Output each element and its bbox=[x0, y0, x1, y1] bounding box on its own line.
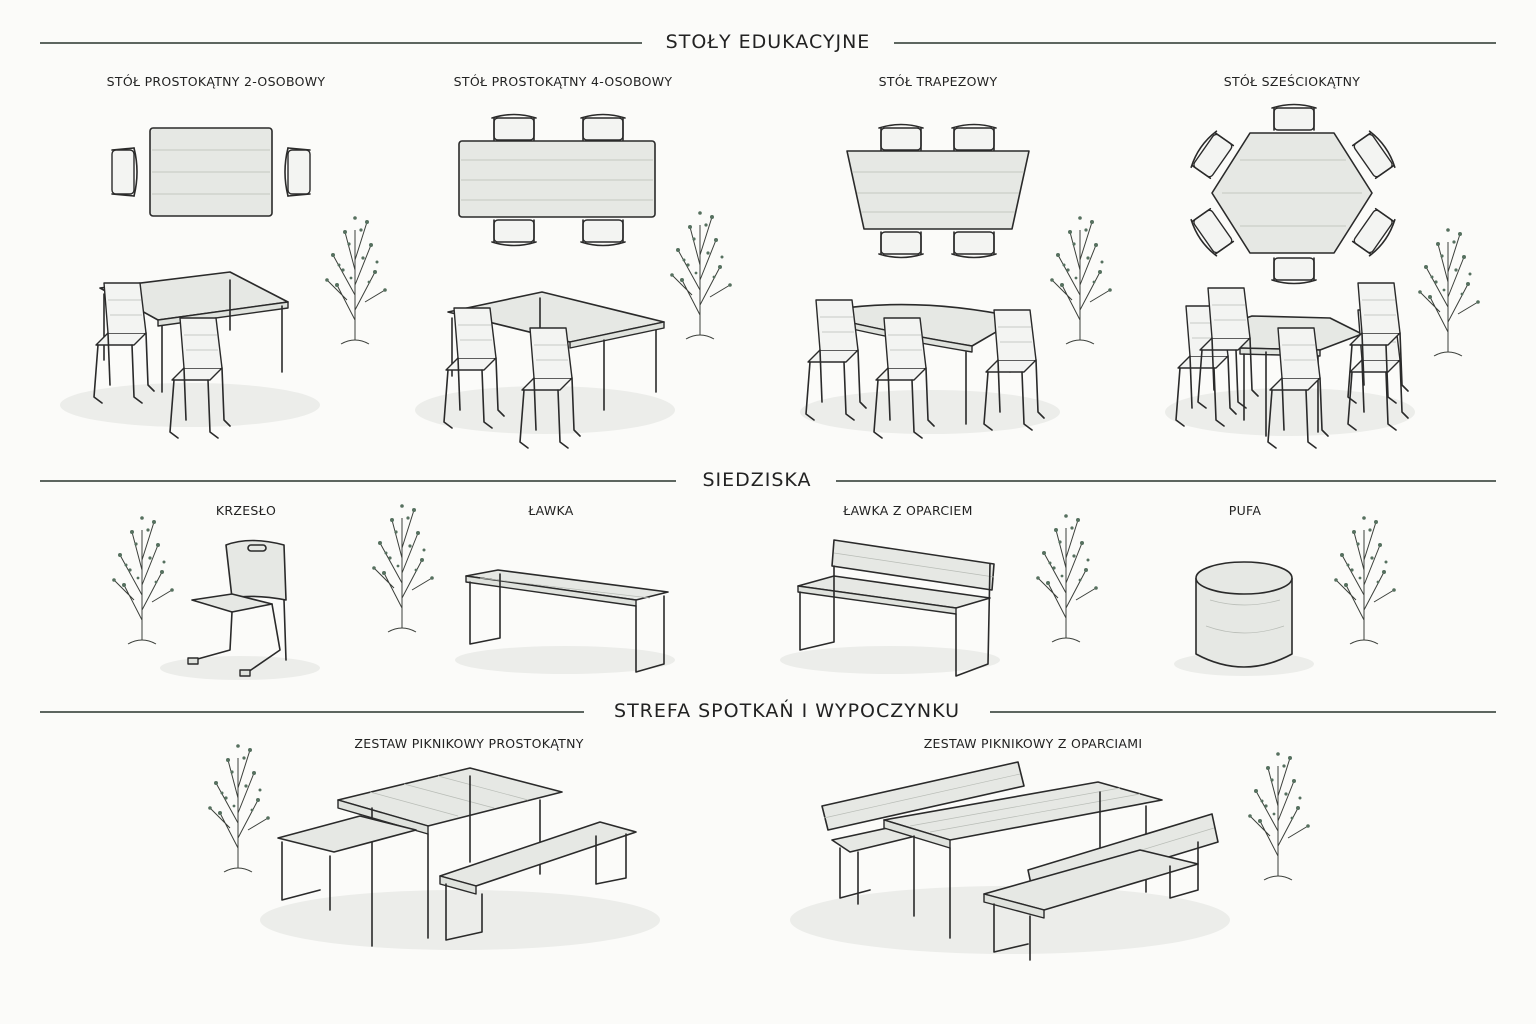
iso-hexagon-table bbox=[1165, 282, 1415, 449]
plant-illustration bbox=[1035, 513, 1099, 643]
label-chair: KRZESŁO bbox=[215, 503, 277, 518]
section-divider-right bbox=[894, 42, 1496, 44]
plant-illustration bbox=[1049, 215, 1113, 345]
iso-trapezoid-table bbox=[800, 299, 1060, 439]
section-divider-left bbox=[40, 42, 642, 44]
section-title-seating: SIEDZISKA bbox=[702, 469, 812, 491]
section-title-meeting-zone: STREFA SPOTKAŃ I WYPOCZYNKU bbox=[614, 700, 960, 722]
plant-illustration bbox=[371, 503, 435, 633]
plan-rect-table-2 bbox=[111, 127, 311, 217]
label-bench: ŁAWKA bbox=[528, 503, 574, 518]
label-hexagon-table: STÓŁ SZEŚCIOKĄTNY bbox=[1223, 74, 1361, 89]
section-title-tables: STOŁY EDUKACYJNE bbox=[665, 31, 871, 53]
label-picnic-set-backrests: ZESTAW PIKNIKOWY Z OPARCIAMI bbox=[923, 736, 1143, 751]
plan-hexagon-table bbox=[1187, 103, 1399, 285]
plant-illustration bbox=[669, 210, 733, 340]
iso-chair-single bbox=[160, 539, 320, 680]
plant-illustration bbox=[207, 743, 271, 873]
label-trapezoid-table: STÓŁ TRAPEZOWY bbox=[878, 74, 998, 89]
iso-picnic-set-rect bbox=[260, 767, 660, 950]
label-pouf: PUFA bbox=[1228, 503, 1262, 518]
section-divider-left bbox=[40, 480, 676, 482]
iso-picnic-set-backrests bbox=[790, 761, 1230, 961]
section-divider-left bbox=[40, 711, 584, 713]
iso-rect-table-2 bbox=[60, 271, 320, 439]
label-rect-table-2: STÓŁ PROSTOKĄTNY 2-OSOBOWY bbox=[106, 74, 326, 89]
plant-illustration bbox=[1417, 227, 1481, 357]
plan-rect-table-4 bbox=[458, 113, 656, 247]
label-bench-with-back: ŁAWKA Z OPARCIEM bbox=[843, 503, 973, 518]
plant-illustration bbox=[1247, 751, 1311, 881]
label-picnic-set-rect: ZESTAW PIKNIKOWY PROSTOKĄTNY bbox=[354, 736, 584, 751]
iso-pouf bbox=[1174, 561, 1314, 676]
iso-bench-with-back bbox=[780, 539, 1000, 677]
iso-bench bbox=[455, 569, 675, 674]
plan-trapezoid-table bbox=[846, 123, 1030, 259]
plant-illustration bbox=[111, 515, 175, 645]
label-rect-table-4: STÓŁ PROSTOKĄTNY 4-OSOBOWY bbox=[453, 74, 673, 89]
section-divider-right bbox=[990, 711, 1496, 713]
plant-illustration bbox=[324, 215, 388, 345]
section-divider-right bbox=[836, 480, 1496, 482]
plant-illustration bbox=[1333, 515, 1397, 645]
iso-rect-table-4 bbox=[415, 291, 675, 449]
